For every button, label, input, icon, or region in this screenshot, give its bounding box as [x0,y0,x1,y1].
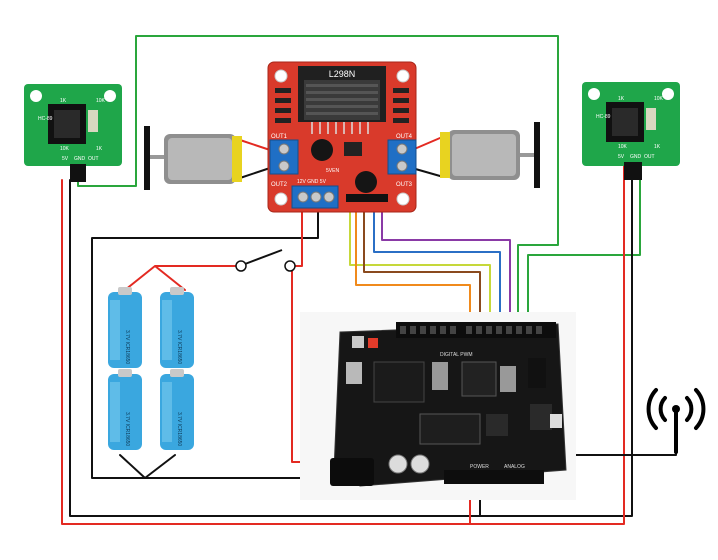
wire-red-battery-switch [124,265,239,291]
out2-label: OUT2 [271,182,288,188]
motor-driver-board: L298N OUT1 OUT2 OUT3 [267,61,417,213]
svg-text:3.7V ICR18650: 3.7V ICR18650 [176,330,182,364]
battery-cell: 3.7V ICR18650 [108,369,142,450]
wire-motor-left-black [239,167,271,179]
arduino-digital-label: DIGITAL PWM [440,352,473,358]
left-sensor-label-10k-b: 10K [60,146,70,152]
wire-green-left-sensor [77,35,559,331]
battery-cell: 3.7V ICR18650 [108,287,142,368]
dc-motor-left [144,126,242,190]
right-sensor-label-1k-b: 1K [654,144,661,150]
out4-label: OUT4 [396,134,413,140]
wire-signal-brown [363,197,481,331]
wire-motor-right-black [411,167,441,177]
enable-jumper-label: 5VEN [326,168,339,174]
battery-cell: 3.7V ICR18650 [160,287,194,368]
left-sensor-label-1k-b: 1K [96,146,103,152]
wire-motor-left-red [239,139,271,151]
wire-green-right-sensor [527,164,641,331]
battery-pack: 3.7V ICR18650 3.7V ICR18650 3.7V ICR1865… [108,287,194,450]
arduino-power-label: POWER [470,464,489,470]
wire-red-left-sensor [61,179,471,525]
left-sensor-pin-gnd: GND [74,156,86,162]
out3-label: OUT3 [396,182,413,188]
left-sensor-model: HC-89 [38,116,53,122]
switch-icon [235,249,296,272]
out1-label: OUT1 [271,134,288,140]
wire-motor-right-red [411,137,441,151]
svg-text:3.7V ICR18650: 3.7V ICR18650 [124,330,130,364]
battery-cell: 3.7V ICR18650 [160,369,194,450]
right-sensor-model: HC-89 [596,114,611,120]
wire-signal-orange [355,197,471,331]
arduino-board: DIGITAL PWM POWER ANALOG [300,312,576,500]
dc-motor-right [440,122,540,188]
right-sensor-label-10k-b: 10K [618,144,628,150]
arduino-analog-label: ANALOG [504,464,525,470]
left-sensor-pin-out: OUT [88,156,99,162]
svg-text:3.7V ICR18650: 3.7V ICR18650 [124,412,130,446]
svg-text:3.7V ICR18650: 3.7V ICR18650 [176,412,182,446]
wire-signal-yellow [349,197,491,331]
right-sensor-pin-gnd: GND [630,154,642,160]
right-sensor-pin-out: OUT [644,154,655,160]
wire-black-battery [119,454,176,479]
radio-antenna-icon [646,388,706,454]
wire-black-right-sensor [479,164,633,517]
right-sensor-label-1k-a: 1K [618,96,625,102]
driver-chip-label: L298N [329,69,356,79]
left-sensor-label-1k-a: 1K [60,98,67,104]
wire-red-right-sensor [469,164,625,525]
wire-black-left-sensor [69,179,481,517]
left-sensor-pin-5v: 5V [62,156,69,162]
right-sensor-pin-5v: 5V [618,154,625,160]
speed-sensor-left: HC-89 5V GND OUT 1K 10K 10K 1K [24,84,122,182]
wire-black-ground-main [91,197,339,479]
right-sensor-label-10k-a: 10K [654,96,664,102]
power-pins-label: 12V GND 5V [297,179,327,185]
speed-sensor-right: HC-89 5V GND OUT 1K 10K 10K 1K [582,82,680,180]
left-sensor-label-10k-a: 10K [96,98,106,104]
wire-signal-blue [373,197,501,331]
wire-signal-purple [381,197,511,331]
